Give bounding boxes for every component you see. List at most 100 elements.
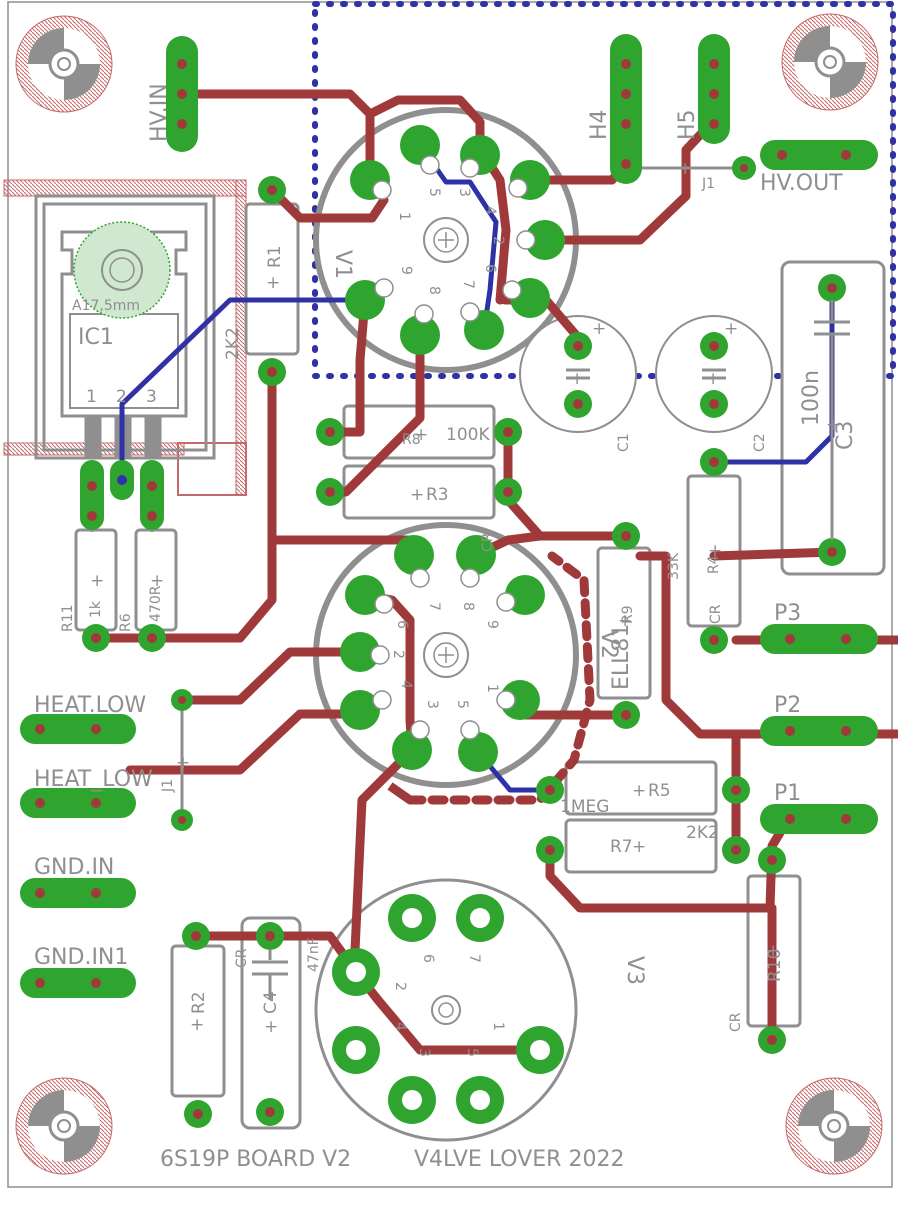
c1-body — [519, 315, 637, 433]
label-l1: J1 — [160, 779, 176, 793]
v3-pin1: 1 — [490, 1022, 506, 1031]
ic1-heatsink-circle — [73, 221, 171, 319]
label-c2: C2 — [752, 433, 768, 452]
c4-symbol — [252, 950, 288, 1000]
label-h4: H4 — [587, 109, 612, 140]
label-r4-value: 33K — [666, 552, 682, 580]
label-ic1-heatsink: A17,5mm — [72, 298, 140, 314]
label-c3: C3 — [833, 421, 858, 450]
label-h5: H5 — [675, 109, 700, 140]
plus-j1: + — [678, 159, 692, 179]
label-r10-cr: CR — [728, 1012, 744, 1032]
label-ic1-pin2: 2 — [116, 387, 127, 407]
mounting-hole-tr — [781, 13, 879, 111]
label-r6: R6 — [118, 613, 134, 632]
label-v3: V3 — [622, 956, 647, 985]
plus-r11: + — [90, 571, 104, 591]
labels: HV.IN H4 H5 J1 HV.OUT P3 P2 P1 HEAT.LOW … — [34, 83, 858, 1172]
label-r2: R2 — [189, 991, 209, 1014]
v3-pin3: 3 — [416, 1048, 432, 1057]
label-heat-low-1: HEAT.LOW — [34, 693, 146, 718]
v3-pin5: 5 — [464, 1048, 480, 1057]
label-c3-value: 100n — [799, 370, 824, 426]
label-r9-cr: CR — [480, 532, 496, 552]
v2-pin1: 1 — [484, 684, 500, 693]
plus-r4: + — [708, 541, 722, 561]
label-r9: R9 — [620, 605, 636, 624]
label-gnd-in: GND.IN — [34, 855, 114, 880]
v2-pin7: 7 — [426, 602, 442, 611]
plus-c3: + — [826, 415, 840, 435]
label-r8-value: 100K — [446, 425, 490, 445]
c2-symbol — [702, 368, 726, 380]
v1-pin9: 9 — [398, 266, 414, 275]
board-credit: V4LVE LOVER 2022 — [414, 1147, 624, 1172]
v1-pin7: 7 — [460, 280, 476, 289]
plus-r2: + — [190, 1015, 204, 1035]
label-r3: R3 — [426, 485, 449, 505]
plus-r10: + — [766, 941, 780, 961]
label-p1: P1 — [774, 781, 801, 806]
ic1-heatsink-hole — [101, 249, 143, 291]
v1-pin6: 6 — [482, 264, 498, 273]
plus-l1: + — [176, 753, 190, 773]
plus-c4: + — [264, 1017, 278, 1037]
pads — [20, 34, 878, 1128]
label-j1: J1 — [701, 176, 715, 192]
label-r10: R10 — [765, 949, 785, 982]
plus-c2-body: + — [706, 369, 720, 389]
plus-c1: + — [592, 319, 606, 339]
v2-pin4: 4 — [398, 680, 414, 689]
mounting-hole-tl — [15, 15, 113, 113]
v3-socket — [314, 878, 578, 1142]
v2-pin3: 3 — [424, 700, 440, 709]
v2-pin9: 9 — [484, 620, 500, 629]
v3-pin4: 4 — [392, 1022, 408, 1031]
label-r5: R5 — [648, 781, 671, 801]
label-gnd-in1: GND.IN1 — [34, 945, 128, 970]
label-hv-in: HV.IN — [147, 83, 172, 142]
label-c1: C1 — [616, 433, 632, 452]
label-ic1: IC1 — [78, 325, 114, 350]
plus-r3: + — [410, 485, 424, 505]
label-r7: R7 — [610, 837, 633, 857]
mounting-hole-br — [785, 1077, 883, 1175]
c3-symbol — [814, 300, 850, 540]
tube-pads — [332, 125, 565, 1124]
v1-pin5: 5 — [426, 188, 442, 197]
drill-holes — [35, 59, 851, 1119]
label-r11: R11 — [60, 604, 76, 632]
label-r5-value: 1MEG — [560, 797, 609, 817]
v1-pin8: 8 — [426, 286, 442, 295]
v3-pin2: 2 — [392, 982, 408, 991]
label-r4-cr: CR — [708, 604, 724, 624]
plus-r7: + — [632, 837, 646, 857]
label-ic1-pin1: 1 — [86, 387, 97, 407]
label-v2: V2 — [596, 630, 621, 659]
label-p3: P3 — [774, 601, 801, 626]
label-heat-low-2: HEAT_LOW — [34, 767, 153, 792]
label-r4: R4 — [706, 555, 722, 574]
c1-symbol — [566, 368, 590, 380]
plus-r8: + — [414, 425, 428, 445]
plus-r6: + — [150, 571, 164, 591]
v1-pin3: 3 — [456, 188, 472, 197]
v2-pin6: 6 — [394, 620, 410, 629]
plus-r9: + — [618, 611, 632, 631]
v3-pin7: 7 — [466, 954, 482, 963]
plus-r5: + — [632, 781, 646, 801]
label-r1: R1 — [265, 245, 285, 268]
mounting-hole-bl — [15, 1077, 113, 1175]
label-c4: C4 — [261, 991, 281, 1014]
label-r6-value: 470R — [148, 585, 164, 622]
v2-pin8: 8 — [460, 602, 476, 611]
v1-pin4: 4 — [482, 206, 498, 215]
label-r11-value: 1k — [88, 600, 104, 618]
r7-body — [564, 818, 718, 874]
label-c4-cr: CR — [234, 948, 250, 968]
v3-pin6: 6 — [420, 954, 436, 963]
v2-dashed-outline — [405, 551, 595, 805]
plus-c1-body: + — [570, 369, 584, 389]
label-v1: V1 — [330, 250, 355, 279]
